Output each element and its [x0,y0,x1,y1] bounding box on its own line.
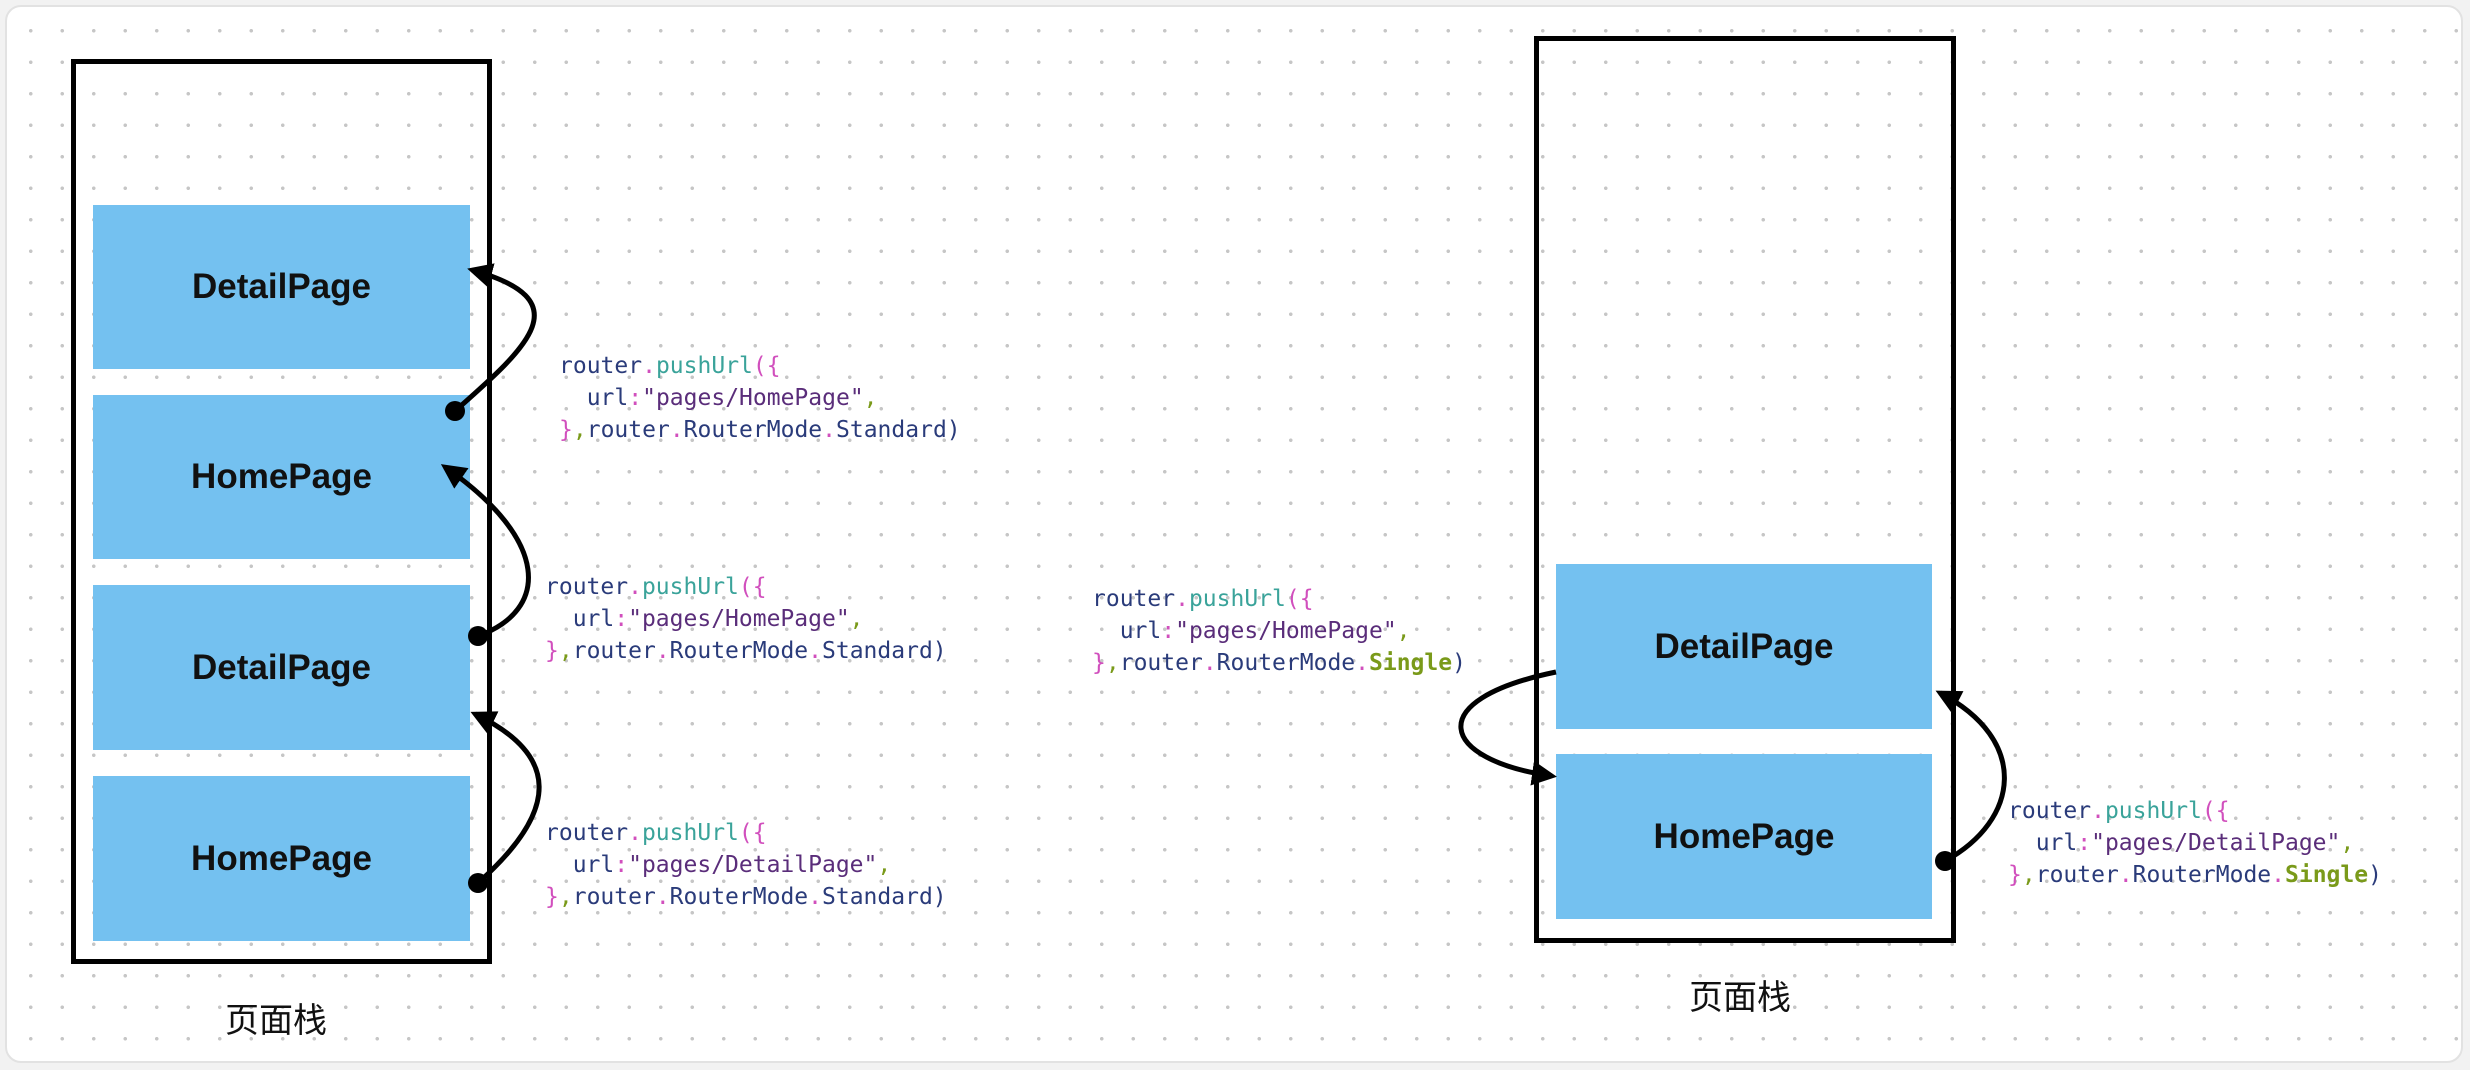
code-token: . [2091,798,2105,824]
code-token: ({ [752,353,781,379]
code-token: "pages/DetailPage" [2091,830,2341,856]
code-token: "pages/HomePage" [642,385,864,411]
code-push-homepage-standard-middle: router.pushUrl({ url:"pages/HomePage", }… [545,571,947,667]
code-token: url [2035,830,2078,856]
code-token: } [559,417,573,443]
code-token: , [1105,650,1120,676]
code-push-homepage-single: router.pushUrl({ url:"pages/HomePage", }… [1092,583,1466,679]
code-token: . [2271,862,2286,888]
code-token: Standard [836,417,947,443]
code-token: router [545,820,629,846]
code-token: Single [1369,650,1453,676]
code-push-homepage-standard-top: router.pushUrl({ url:"pages/HomePage", }… [559,350,961,446]
right-stack-label: 页面栈 [1689,978,1791,1018]
left-stack-label: 页面栈 [225,1001,327,1041]
code-token: Standard [822,638,933,664]
code-token: url [586,385,629,411]
code-token: ) [946,417,961,443]
code-token: RouterMode [683,417,823,443]
code-token: . [822,417,837,443]
code-token: ) [2368,862,2382,888]
right-stack-page-1: DetailPage [1556,564,1932,729]
code-token: } [1092,650,1106,676]
code-push-detailpage-single: router.pushUrl({ url:"pages/DetailPage",… [2008,795,2382,891]
code-token: , [558,638,573,664]
code-token: pushUrl [2104,798,2202,824]
code-token: router [1119,650,1203,676]
code-token: , [572,417,587,443]
code-token: , [863,385,878,411]
code-token: , [1396,618,1411,644]
code-token: . [642,353,656,379]
code-token: "pages/HomePage" [1175,618,1397,644]
code-token: Single [2285,862,2369,888]
code-token: RouterMode [2132,862,2272,888]
code-token: ({ [738,574,767,600]
code-token: url [1119,618,1162,644]
code-token: : [614,852,629,878]
code-token: , [877,852,892,878]
code-token: Standard [822,884,933,910]
code-token: router [559,353,643,379]
left-stack-page-3: DetailPage [93,585,470,750]
code-token: } [545,638,559,664]
code-token: . [808,638,823,664]
code-token: , [849,606,864,632]
code-token: pushUrl [641,820,739,846]
code-token: , [558,884,573,910]
code-token: ({ [738,820,767,846]
right-page-stack [1534,36,1956,943]
code-token: : [1161,618,1176,644]
code-token: . [808,884,823,910]
code-token: "pages/HomePage" [628,606,850,632]
code-token: . [1355,650,1370,676]
code-token: router [572,638,656,664]
code-token: pushUrl [655,353,753,379]
code-token: . [628,820,642,846]
code-token: router [586,417,670,443]
code-token: router [545,574,629,600]
code-token: . [655,884,670,910]
code-push-detailpage-standard: router.pushUrl({ url:"pages/DetailPage",… [545,817,947,913]
left-stack-page-1: DetailPage [93,205,470,369]
code-token: RouterMode [1216,650,1356,676]
code-token: ) [1452,650,1466,676]
code-token: url [572,606,615,632]
code-token: : [628,385,643,411]
code-token: . [1202,650,1217,676]
code-token: . [628,574,642,600]
code-token: ) [932,884,947,910]
code-token: . [2118,862,2133,888]
code-token: "pages/DetailPage" [628,852,878,878]
left-stack-page-4: HomePage [93,776,470,941]
code-token: pushUrl [1188,586,1286,612]
right-stack-page-2: HomePage [1556,754,1932,919]
code-token: RouterMode [669,884,809,910]
code-token: router [2008,798,2092,824]
code-token: . [1175,586,1189,612]
code-token: router [1092,586,1176,612]
code-token: router [572,884,656,910]
code-token: router [2035,862,2119,888]
code-token: ) [932,638,947,664]
code-token: : [614,606,629,632]
code-token: } [2008,862,2022,888]
code-token: ({ [1285,586,1314,612]
left-stack-page-2: HomePage [93,395,470,559]
code-token: url [572,852,615,878]
code-token: . [669,417,684,443]
code-token: } [545,884,559,910]
code-token: RouterMode [669,638,809,664]
code-token: pushUrl [641,574,739,600]
code-token: , [2340,830,2355,856]
code-token: ({ [2201,798,2230,824]
code-token: : [2077,830,2092,856]
code-token: , [2021,862,2036,888]
code-token: . [655,638,670,664]
